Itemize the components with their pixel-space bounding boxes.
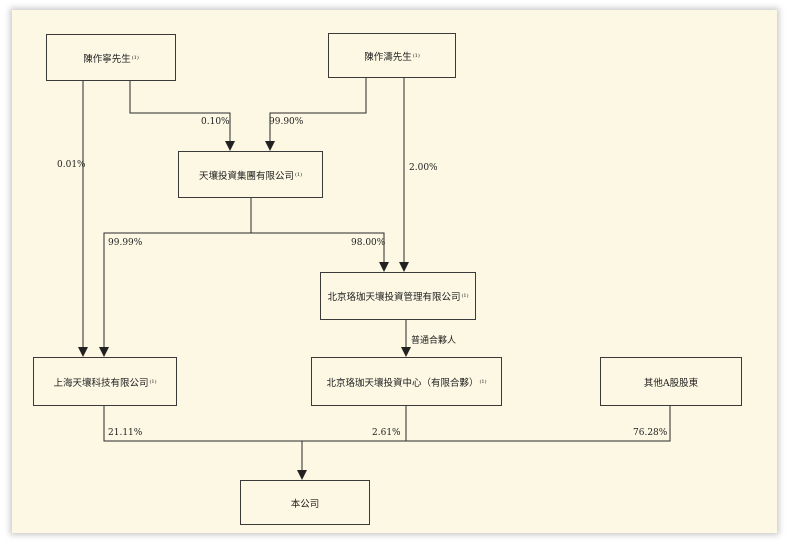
node-chen-zuotao-note: (1) [412,52,420,59]
node-shanghai-tianrang: 上海天壤科技有限公司(1) [33,357,177,406]
edge-label-others-to-company: 76.28% [633,428,668,438]
node-tianrang-group: 天壤投資集團有限公司(1) [178,151,323,198]
node-luojia-mgmt-label: 北京珞珈天壤投資管理有限公司 [327,292,461,303]
edge-label-zuotao-to-group: 99.90% [269,117,304,127]
node-luojia-mgmt: 北京珞珈天壤投資管理有限公司(1) [320,272,476,320]
node-chen-zuotao-label: 陳作濤先生 [364,51,412,63]
node-shanghai-tianrang-label: 上海天壤科技有限公司 [53,377,149,389]
edge-zuoning-to-group [129,81,235,151]
edge-label-group-to-shanghai: 99.99% [108,238,143,248]
edge-label-zuoning-to-group: 0.10% [201,117,230,127]
node-shanghai-tianrang-note: (1) [149,378,157,385]
node-luojia-mgmt-note: (1) [461,293,469,299]
edge-label-zuotao-to-mgmt: 2.00% [409,163,438,173]
node-chen-zuotao: 陳作濤先生(1) [328,33,456,78]
node-chen-zuoning-label: 陳作寧先生 [83,53,131,65]
node-chen-zuoning-note: (1) [131,54,139,61]
node-other-a-shareholders: 其他A股股東 [600,357,742,406]
node-tianrang-group-label: 天壤投資集團有限公司 [198,170,294,182]
edge-group-to-mgmt [251,232,389,272]
edge-zuotao-to-group [265,78,367,151]
edge-label-shanghai-to-company: 21.11% [108,428,143,438]
node-luojia-center-label: 北京珞珈天壤投資中心（有限合夥） [326,377,479,389]
edge-bus [103,406,671,442]
node-company: 本公司 [240,480,370,525]
edge-label-mgmt-to-center: 普通合夥人 [411,336,457,346]
node-other-a-shareholders-label: 其他A股股東 [643,377,699,389]
edge-label-group-to-mgmt: 98.00% [351,238,386,248]
node-luojia-center-note: (1) [479,378,487,385]
edge-group-trunk [99,198,252,357]
node-chen-zuoning: 陳作寧先生(1) [46,34,176,81]
diagram-panel [12,10,777,533]
edge-label-center-to-company: 2.61% [372,428,401,438]
node-luojia-center: 北京珞珈天壤投資中心（有限合夥）(1) [311,357,502,406]
node-company-label: 本公司 [290,498,320,510]
node-tianrang-group-note: (1) [294,171,303,178]
edge-label-zuoning-to-shanghai: 0.01% [57,160,86,170]
